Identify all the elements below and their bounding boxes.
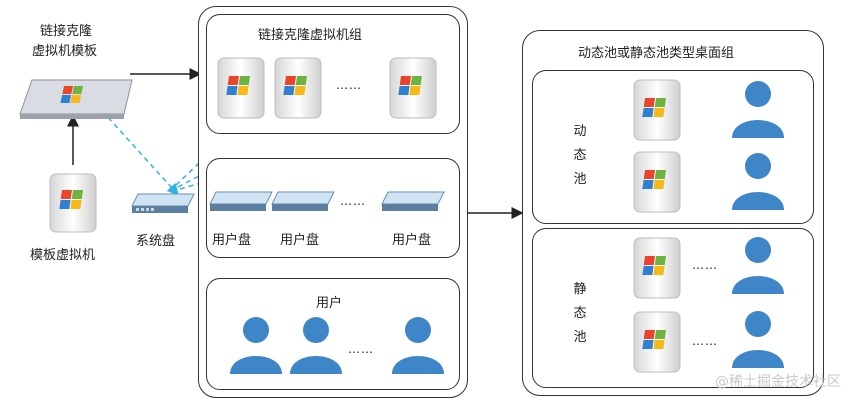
user-disk-label-2: 用户盘 bbox=[280, 233, 320, 248]
user-disk-ellipsis: …… bbox=[340, 194, 366, 208]
template-plate-icon bbox=[19, 79, 133, 119]
watermark-text: @稀土掘金技术社区 bbox=[715, 374, 841, 390]
static-vm-icon-1 bbox=[633, 237, 681, 299]
user-disk-label-3: 用户盘 bbox=[392, 233, 432, 248]
users-ellipsis: …… bbox=[348, 342, 374, 356]
static-pool-char-1: 静 bbox=[573, 282, 587, 297]
dashed-arrow-system-to-template bbox=[93, 101, 180, 196]
dynamic-user-icon-2 bbox=[732, 153, 784, 210]
user-person-icon-1 bbox=[230, 317, 282, 374]
system-disk-label: 系统盘 bbox=[136, 234, 176, 249]
static-user-icon-2 bbox=[732, 311, 784, 368]
user-disk-icon-2 bbox=[271, 191, 335, 211]
user-person-icon-2 bbox=[290, 317, 342, 374]
system-disk-icon bbox=[131, 193, 195, 213]
static-pool-char-2: 态 bbox=[573, 306, 587, 321]
template-label-line1: 链接克隆 bbox=[40, 24, 93, 39]
user-person-icon-3 bbox=[392, 317, 444, 374]
dynamic-vm-icon-2 bbox=[633, 151, 681, 213]
dynamic-vm-icon-1 bbox=[633, 79, 681, 141]
clone-vm-icon-2 bbox=[274, 57, 322, 119]
users-box-title: 用户 bbox=[316, 296, 343, 311]
template-vm-label: 模板虚拟机 bbox=[30, 248, 96, 263]
dynamic-pool-label: 动 态 池 bbox=[570, 120, 590, 192]
clone-vm-ellipsis: …… bbox=[336, 78, 362, 92]
static-vm-icon-2 bbox=[633, 311, 681, 373]
static-ellipsis-2: …… bbox=[692, 334, 718, 348]
dynamic-pool-char-3: 池 bbox=[573, 172, 587, 187]
clone-vm-icon-3 bbox=[389, 57, 437, 119]
static-user-icon-1 bbox=[732, 237, 784, 294]
linked-clone-group-title: 链接克隆虚拟机组 bbox=[258, 28, 363, 43]
dynamic-pool-char-2: 态 bbox=[573, 148, 587, 163]
user-disk-icon-1 bbox=[209, 191, 273, 211]
user-disk-label-1: 用户盘 bbox=[212, 233, 252, 248]
clone-vm-icon-1 bbox=[217, 57, 265, 119]
desktop-group-title: 动态池或静态池类型桌面组 bbox=[578, 46, 735, 61]
dynamic-user-icon-1 bbox=[732, 81, 784, 138]
user-disk-icon-3 bbox=[381, 191, 445, 211]
static-pool-label: 静 态 池 bbox=[570, 278, 590, 350]
template-vm-icon bbox=[49, 173, 97, 233]
dynamic-pool-char-1: 动 bbox=[573, 124, 587, 139]
template-label-line2: 虚拟机模板 bbox=[32, 44, 98, 59]
static-pool-char-3: 池 bbox=[573, 330, 587, 345]
static-ellipsis-1: …… bbox=[692, 258, 718, 272]
